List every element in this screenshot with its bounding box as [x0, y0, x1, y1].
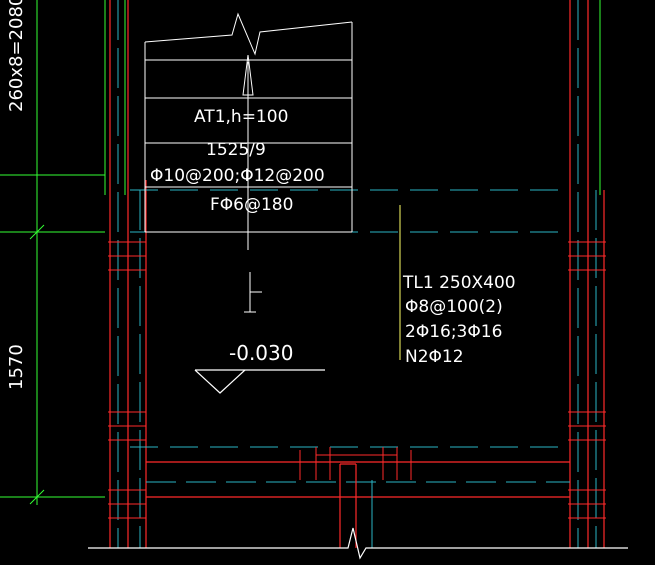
level-mark: [194, 369, 325, 394]
stair-designation: AT1,h=100: [194, 107, 288, 127]
dimension-upper: 260x8=2080: [6, 0, 27, 112]
stair-step-size: 1525/9: [206, 140, 266, 160]
beam-waist-bars: N2Φ12: [405, 347, 464, 367]
right-wall: [568, 0, 606, 548]
stair-outline: [144, 12, 353, 313]
dimension-lower: 1570: [6, 344, 27, 390]
beam-long-bars: 2Φ16;3Φ16: [405, 322, 502, 342]
stair-distribution-bars: FΦ6@180: [210, 195, 293, 215]
ground-break-line: [88, 527, 628, 560]
dimension-lines: [0, 0, 601, 505]
beam-designation: TL1 250X400: [402, 273, 516, 293]
level-value: -0.030: [229, 341, 293, 365]
slab-edge-dashes: [130, 189, 570, 448]
left-wall: [108, 0, 147, 548]
beam-stirrups: Φ8@100(2): [405, 297, 503, 317]
stair-main-bars: Φ10@200;Φ12@200: [150, 166, 325, 186]
bottom-beam: [146, 447, 570, 548]
